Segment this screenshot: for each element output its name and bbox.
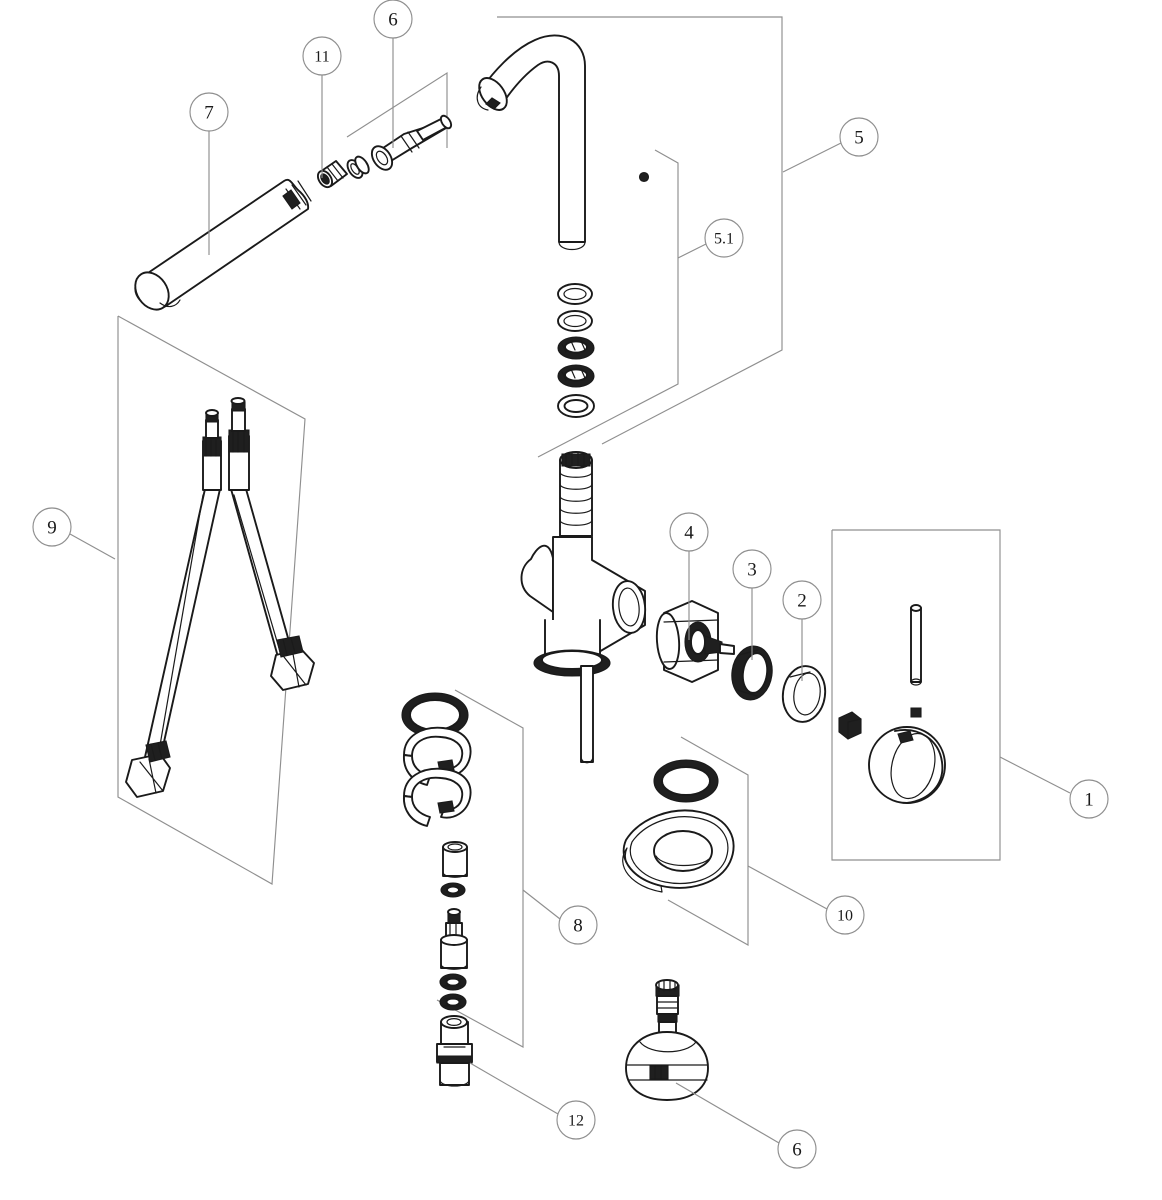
balloon-circle[interactable]	[704, 218, 744, 258]
balloon-circle[interactable]	[1069, 779, 1109, 819]
handle-set-screw	[910, 707, 922, 718]
balloon-circle[interactable]	[32, 507, 72, 547]
part-valve-body	[520, 536, 647, 764]
handle-lever-pin	[910, 607, 922, 683]
bracket-group-9	[117, 315, 306, 885]
leader-line	[747, 865, 828, 910]
balloon-circle[interactable]	[839, 117, 879, 157]
balloon-number: 11	[314, 49, 329, 66]
balloon-number: 2	[797, 591, 807, 612]
leader-line	[677, 243, 707, 259]
bracket-group-1	[831, 529, 1001, 861]
group-brackets	[117, 16, 1001, 1048]
balloon-5-1[interactable]: 5.1	[677, 218, 744, 259]
balloon-circle[interactable]	[302, 36, 342, 76]
balloon-6[interactable]: 6	[675, 1082, 817, 1169]
balloon-number: 8	[573, 916, 583, 937]
part-spout-threaded-shank	[559, 451, 593, 537]
part-flexible-hose-pair	[125, 397, 315, 798]
balloon-number: 1	[1084, 790, 1094, 811]
balloon-circle[interactable]	[669, 512, 709, 552]
handle-grub-screw	[838, 711, 862, 740]
bracket-group-8	[436, 689, 524, 1048]
balloon-number: 9	[47, 518, 57, 539]
balloon-number: 10	[837, 908, 853, 925]
balloon-number: 6	[792, 1140, 802, 1161]
part-handspray-handle	[134, 178, 312, 311]
balloon-9[interactable]: 9	[32, 507, 116, 560]
balloon-1[interactable]: 1	[999, 756, 1109, 819]
bracket-group-10	[667, 736, 749, 946]
part-handle-assembly	[838, 604, 946, 804]
leader-line	[782, 142, 842, 173]
balloon-circle[interactable]	[782, 580, 822, 620]
part-aerator-nozzle	[625, 979, 709, 1101]
bracket-group-5.1	[537, 149, 679, 458]
balloon-circle[interactable]	[777, 1129, 817, 1169]
bracket-group-5	[497, 16, 783, 445]
part-cartridge-nut	[731, 645, 773, 701]
mounting-stud	[440, 908, 468, 970]
leader-line	[69, 533, 116, 560]
part-escutcheon	[622, 759, 735, 893]
balloon-circle[interactable]	[373, 0, 413, 39]
balloon-circle[interactable]	[558, 905, 598, 945]
balloon-12[interactable]: 12	[469, 1062, 596, 1140]
part-spray-connector-ring	[316, 155, 370, 189]
balloon-number: 6	[388, 10, 398, 31]
part-spout-seal-set	[557, 283, 595, 418]
leader-line	[675, 1082, 780, 1144]
part-spout-tube	[476, 34, 586, 251]
mounting-clip-lower	[403, 767, 472, 827]
leader-line	[469, 1062, 559, 1115]
leader-line	[522, 889, 561, 920]
balloon-2[interactable]: 2	[782, 580, 822, 681]
balloon-number: 4	[684, 523, 694, 544]
balloon-3[interactable]: 3	[732, 549, 772, 660]
balloon-10[interactable]: 10	[747, 865, 865, 935]
balloon-7[interactable]: 7	[189, 92, 229, 255]
part-mixer-cartridge	[655, 600, 735, 683]
balloon-callouts: 6 11 7 5 5.1 9 4 3 2 1 8 10 12 6	[32, 0, 1109, 1169]
balloon-8[interactable]: 8	[522, 889, 598, 945]
part-hose-connector	[436, 1015, 473, 1087]
balloon-number: 5	[854, 128, 864, 149]
spout-pin-dot	[638, 171, 650, 183]
balloon-circle[interactable]	[825, 895, 865, 935]
balloon-number: 5.1	[714, 231, 734, 248]
balloon-circle[interactable]	[189, 92, 229, 132]
part-handle-tip-nozzle	[370, 114, 453, 171]
balloon-number: 3	[747, 560, 757, 581]
balloon-circle[interactable]	[732, 549, 772, 589]
balloon-circle[interactable]	[556, 1100, 596, 1140]
balloon-5[interactable]: 5	[782, 117, 879, 173]
balloon-number: 7	[204, 103, 214, 124]
part-mounting-kit	[401, 692, 472, 1011]
balloon-6[interactable]: 6	[373, 0, 413, 148]
balloon-number: 12	[568, 1113, 584, 1130]
part-cartridge-ring	[781, 665, 827, 723]
leader-line	[999, 756, 1071, 794]
balloon-11[interactable]: 11	[302, 36, 342, 178]
balloon-4[interactable]: 4	[669, 512, 709, 640]
